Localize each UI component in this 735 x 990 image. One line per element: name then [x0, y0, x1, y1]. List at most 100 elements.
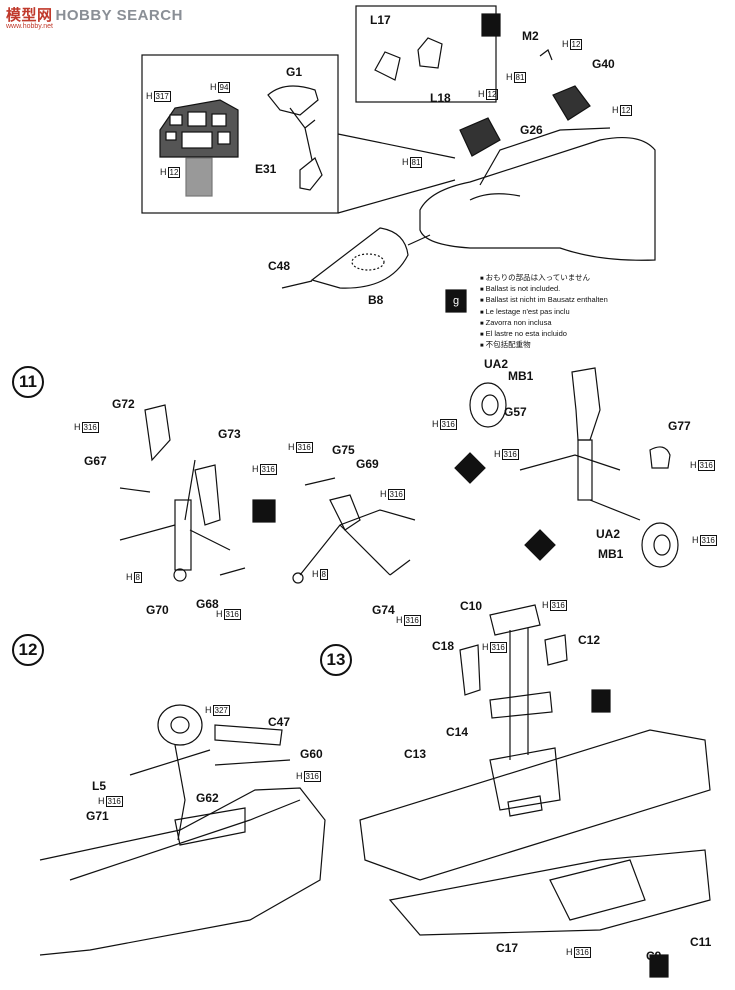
paint-marker-icon-1: [481, 13, 501, 37]
part-label-c17: C17: [496, 941, 519, 955]
ballast-line: Le lestage n'est pas inclu: [480, 307, 608, 318]
part-label-mb1-top: MB1: [508, 369, 534, 383]
part-g40-shape: [552, 85, 591, 121]
part-label-c48: C48: [268, 259, 291, 273]
part-label-g40: G40: [592, 57, 615, 71]
part-label-c12: C12: [578, 633, 601, 647]
watermark-site: www.hobby.net: [6, 23, 53, 30]
part-l17-shape: [374, 51, 401, 81]
part-label-g72: G72: [112, 397, 135, 411]
part-l18-shape: [417, 37, 443, 69]
part-label-g70: G70: [146, 603, 169, 617]
part-label-mb1-bottom: MB1: [598, 547, 624, 561]
part-label-l18: L18: [430, 91, 451, 105]
part-label-g67: G67: [84, 454, 107, 468]
part-label-ua2-top: UA2: [484, 357, 509, 371]
paint-marker-icon-2: [591, 689, 611, 713]
part-label-c9: C9: [646, 949, 662, 963]
part-label-g77: G77: [668, 419, 691, 433]
ballast-notice: おもりの部品は入っていません Ballast is not included. …: [480, 273, 608, 351]
part-g1-shape: [267, 85, 319, 116]
part-label-g1: G1: [286, 65, 303, 79]
part-label-c13: C13: [404, 747, 427, 761]
watermark-brand: HOBBY SEARCH: [55, 7, 183, 24]
part-g26-shape: [459, 117, 501, 157]
part-label-c11: C11: [690, 935, 712, 949]
fuselage-assembly-13: [359, 604, 711, 936]
part-label-g60: G60: [300, 747, 323, 761]
ballast-icon-glyph: g: [446, 294, 466, 308]
part-e31-shape: [299, 157, 323, 191]
ballast-line: Zavorra non inclusa: [480, 318, 608, 329]
part-label-g69: G69: [356, 457, 379, 471]
radome-b8: [310, 227, 409, 289]
nose-gear-assembly: [119, 404, 246, 582]
part-label-c47: C47: [268, 715, 291, 729]
part-label-g57: G57: [504, 405, 527, 419]
part-label-g68: G68: [196, 597, 219, 611]
part-label-e31: E31: [255, 162, 277, 176]
ballast-line: Ballast ist nicht im Bausatz enthalten: [480, 295, 608, 306]
diamond-icon-1: [454, 452, 486, 484]
part-label-m2: M2: [522, 29, 539, 43]
part-label-g26: G26: [520, 123, 543, 137]
part-label-g71: G71: [86, 809, 109, 823]
ballast-line: Ballast is not included.: [480, 284, 608, 295]
part-label-c14: C14: [446, 725, 469, 739]
part-label-l17: L17: [370, 13, 391, 27]
paint-marker-icon-3: [649, 954, 669, 978]
watermark-logo: 模型网: [6, 7, 53, 24]
rear-fuselage-12: [39, 704, 326, 956]
step-number-13: 13: [320, 644, 352, 676]
fuselage-nose: [419, 137, 656, 261]
part-label-c10: C10: [460, 599, 483, 613]
ballast-line: 不包括配重物: [480, 340, 608, 351]
part-label-g73: G73: [218, 427, 241, 441]
part-label-g75: G75: [332, 443, 355, 457]
direction-arrow-icon: [252, 499, 276, 523]
instrument-panel: [159, 99, 239, 197]
step-number-11: 11: [12, 366, 44, 398]
part-label-l5: L5: [92, 779, 107, 793]
main-gear-assembly: [469, 367, 679, 568]
part-label-g62: G62: [196, 791, 219, 805]
part-label-c18: C18: [432, 639, 455, 653]
part-label-g74: G74: [372, 603, 395, 617]
part-label-ua2-bottom: UA2: [596, 527, 621, 541]
ballast-line: El lastre no esta incluido: [480, 329, 608, 340]
step-number-12: 12: [12, 634, 44, 666]
ballast-line: おもりの部品は入っていません: [480, 273, 608, 284]
seat-detail-frame: [355, 5, 497, 103]
nose-gear-assembly-2: [292, 477, 416, 584]
diamond-icon-2: [524, 529, 556, 561]
part-label-b8: B8: [368, 293, 384, 307]
